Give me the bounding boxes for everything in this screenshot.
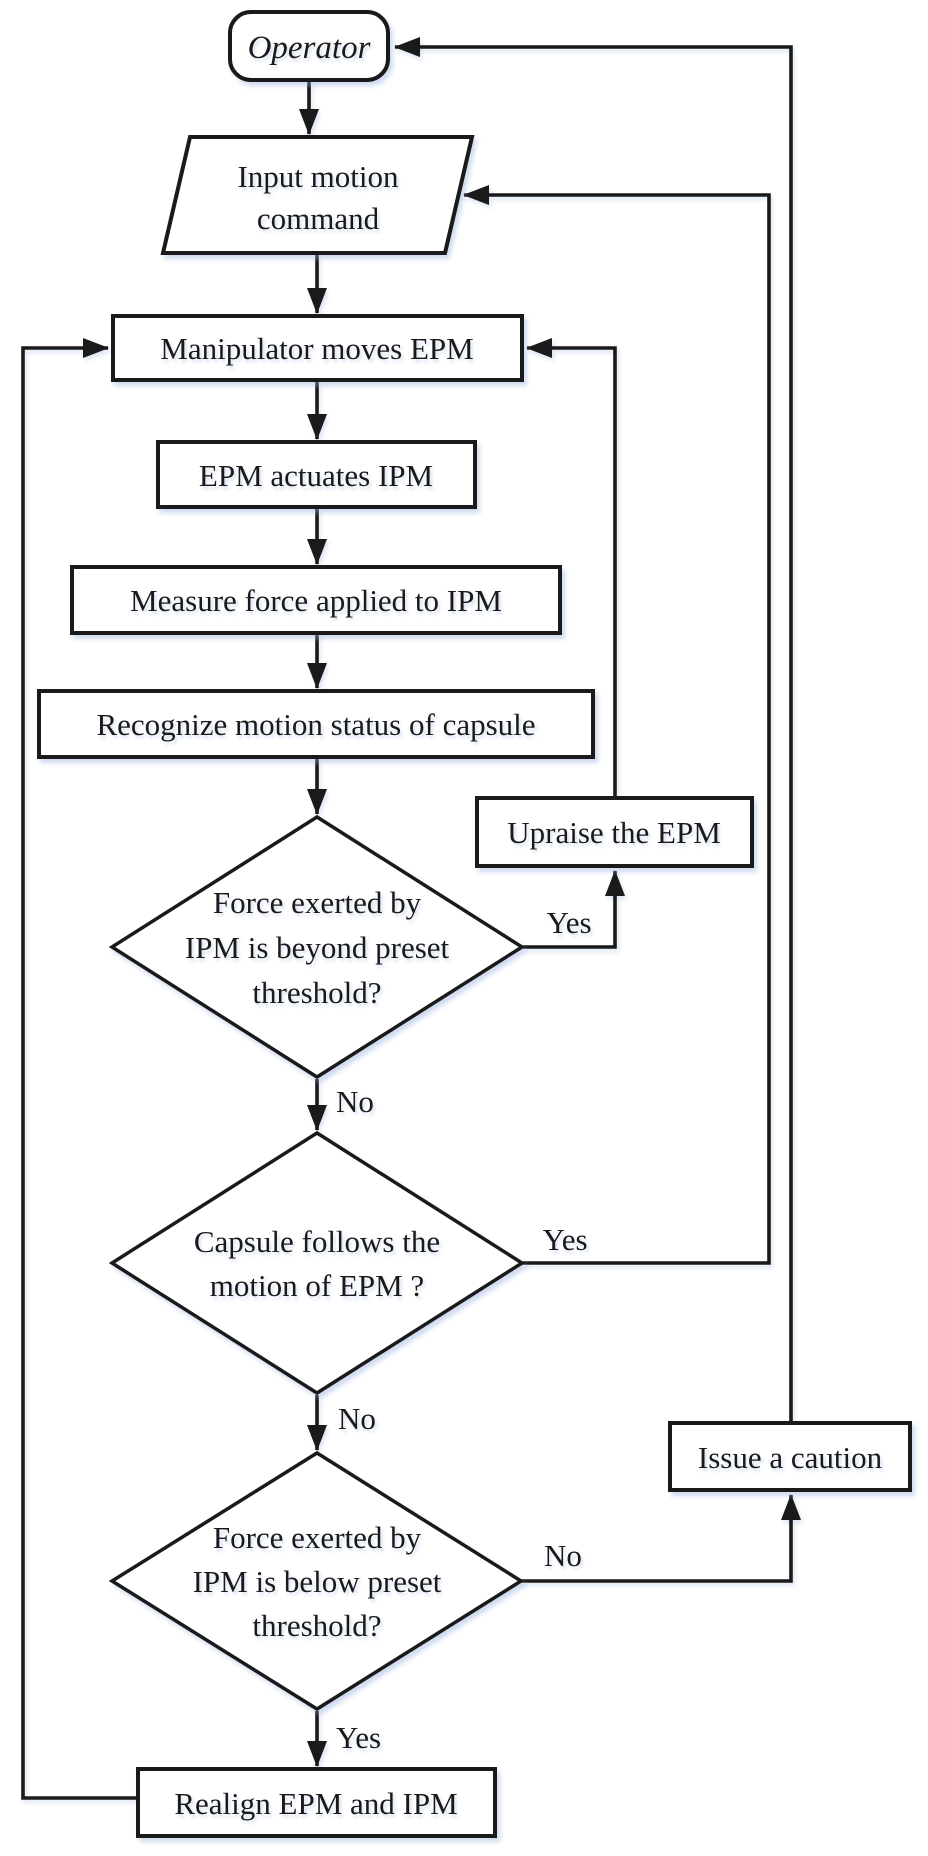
input-command-label-line1: Input motion <box>237 159 399 194</box>
issue-caution-label: Issue a caution <box>698 1440 883 1475</box>
decision-capsule-follows-diamond-shape <box>108 1130 526 1396</box>
decision-capsule-follows-label-line2: motion of EPM ? <box>210 1268 424 1303</box>
decision-force-below-diamond-shape <box>108 1450 525 1712</box>
epm-actuates-ipm-label: EPM actuates IPM <box>199 458 433 493</box>
recognize-motion-shape <box>37 689 595 759</box>
decision3-no-label: No <box>544 1538 582 1573</box>
input-command-label-line2: command <box>257 201 380 236</box>
edges <box>21 37 801 1800</box>
realign-label: Realign EPM and IPM <box>174 1786 457 1821</box>
decision-force-beyond-label-line1: Force exerted by <box>213 885 422 920</box>
measure-force-label: Measure force applied to IPM <box>130 583 502 618</box>
recognize-motion-label: Recognize motion status of capsule <box>96 707 535 742</box>
edge-decision1-yes-to-upraise <box>522 870 625 949</box>
operator-label: Operator <box>248 30 371 66</box>
edge-caution-to-operator <box>394 37 793 1423</box>
decision3-yes-label: Yes <box>336 1720 381 1755</box>
manipulator-moves-epm-shape <box>111 314 524 382</box>
upraise-epm-label: Upraise the EPM <box>507 815 721 850</box>
node-labels: Operator Input motion command Manipulato… <box>96 30 882 1821</box>
measure-force-shape <box>70 565 562 635</box>
realign-shape <box>136 1767 497 1838</box>
edge-decision3-no-to-caution <box>520 1494 801 1583</box>
decision1-no-label: No <box>336 1084 374 1119</box>
decision-force-below-label-line3: threshold? <box>252 1608 381 1643</box>
upraise-epm-shape <box>475 796 754 868</box>
decision-force-beyond-label-line3: threshold? <box>252 975 381 1010</box>
decision1-yes-label: Yes <box>546 905 591 940</box>
decision-force-below-label-line2: IPM is below preset <box>193 1564 442 1599</box>
decision2-no-label: No <box>338 1401 376 1436</box>
edge-decision2-yes-to-input <box>463 185 771 1265</box>
decision-force-below-label-line1: Force exerted by <box>213 1520 422 1555</box>
input-command-parallelogram-shape <box>160 135 475 255</box>
issue-caution-shape <box>668 1421 912 1492</box>
decision-force-beyond-diamond-shape <box>108 814 526 1080</box>
edge-labels: Yes No Yes No No Yes <box>336 905 592 1755</box>
edge-realign-to-manipulator <box>21 338 138 1800</box>
decision-force-beyond-label-line2: IPM is beyond preset <box>185 930 450 965</box>
epm-actuates-ipm-shape <box>156 440 477 509</box>
nodes <box>37 10 912 1838</box>
manipulator-moves-epm-label: Manipulator moves EPM <box>160 331 473 366</box>
decision-capsule-follows-label-line1: Capsule follows the <box>194 1224 440 1259</box>
operator-terminator-shape <box>228 10 390 82</box>
edge-upraise-to-manipulator <box>526 338 617 798</box>
decision2-yes-label: Yes <box>542 1222 587 1257</box>
